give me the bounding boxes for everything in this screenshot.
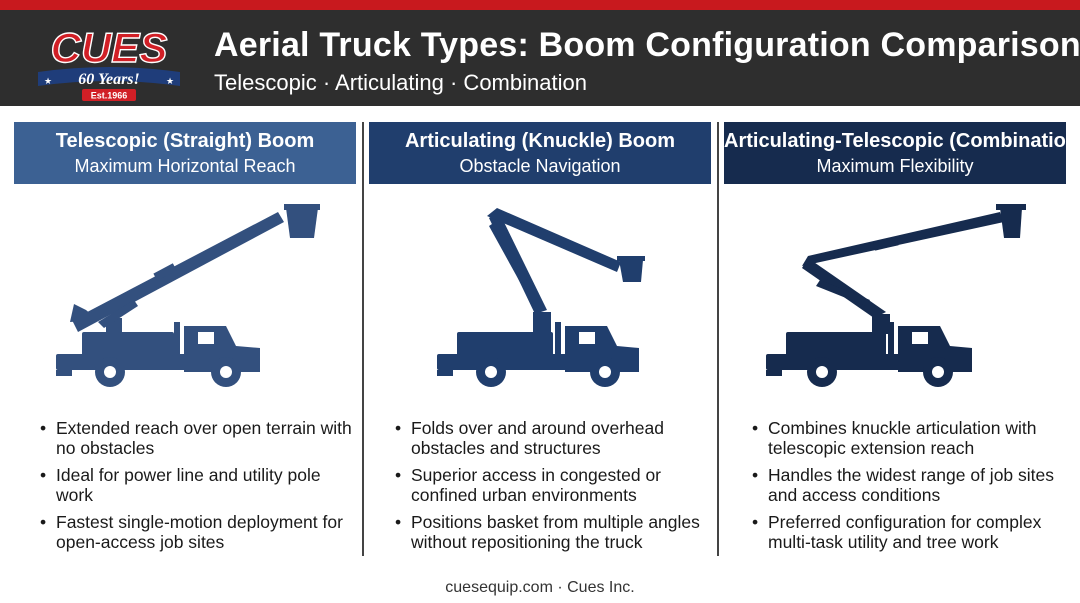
svg-text:CUES: CUES bbox=[51, 24, 168, 71]
cues-logo: CUES 60 Years! ★ ★ Est.1966 bbox=[38, 23, 180, 101]
articulating-truck-icon bbox=[437, 208, 645, 387]
top-accent-bar bbox=[0, 0, 1080, 10]
list-item: Fastest single-motion deployment for ope… bbox=[40, 512, 356, 552]
column-telescopic: Telescopic (Straight) Boom Maximum Horiz… bbox=[14, 122, 356, 562]
list-item: Superior access in congested or confined… bbox=[395, 465, 711, 505]
combination-truck-icon bbox=[766, 204, 1026, 387]
column-articulating: Articulating (Knuckle) Boom Obstacle Nav… bbox=[369, 122, 711, 562]
column-title: Articulating (Knuckle) Boom bbox=[404, 130, 675, 152]
list-item: Extended reach over open terrain with no… bbox=[40, 418, 356, 458]
svg-text:★: ★ bbox=[166, 76, 174, 86]
page-subtitle: Telescopic · Articulating · Combination bbox=[214, 70, 587, 95]
bullet-list: Folds over and around overhead obstacles… bbox=[395, 418, 711, 559]
column-subtitle: Maximum Horizontal Reach bbox=[74, 156, 296, 176]
column-title: Articulating-Telescopic (Combination) bbox=[724, 130, 1080, 152]
column-divider bbox=[717, 122, 719, 556]
svg-text:Est.1966: Est.1966 bbox=[91, 91, 128, 101]
column-divider bbox=[362, 122, 364, 556]
svg-text:★: ★ bbox=[44, 76, 52, 86]
column-header: Articulating-Telescopic (Combination) Ma… bbox=[724, 122, 1080, 184]
bullet-list: Extended reach over open terrain with no… bbox=[40, 418, 356, 559]
column-title: Telescopic (Straight) Boom bbox=[55, 130, 315, 152]
list-item: Ideal for power line and utility pole wo… bbox=[40, 465, 356, 505]
footer-credit: cuesequip.com · Cues Inc. bbox=[445, 579, 635, 596]
page-title: Aerial Truck Types: Boom Configuration C… bbox=[214, 26, 1080, 64]
column-header: Telescopic (Straight) Boom Maximum Horiz… bbox=[14, 122, 356, 184]
column-subtitle: Obstacle Navigation bbox=[459, 156, 621, 176]
telescopic-truck-icon bbox=[56, 204, 320, 387]
bullet-list: Combines knuckle articulation with teles… bbox=[752, 418, 1068, 559]
list-item: Preferred configuration for complex mult… bbox=[752, 512, 1068, 552]
list-item: Folds over and around overhead obstacles… bbox=[395, 418, 711, 458]
list-item: Positions basket from multiple angles wi… bbox=[395, 512, 711, 552]
column-subtitle: Maximum Flexibility bbox=[816, 156, 974, 176]
header-banner: CUES 60 Years! ★ ★ Est.1966 Aerial Truck… bbox=[0, 10, 1080, 106]
column-combination: Articulating-Telescopic (Combination) Ma… bbox=[724, 122, 1080, 562]
list-item: Handles the widest range of job sites an… bbox=[752, 465, 1068, 505]
list-item: Combines knuckle articulation with teles… bbox=[752, 418, 1068, 458]
column-header: Articulating (Knuckle) Boom Obstacle Nav… bbox=[369, 122, 711, 184]
svg-text:60 Years!: 60 Years! bbox=[78, 71, 140, 88]
